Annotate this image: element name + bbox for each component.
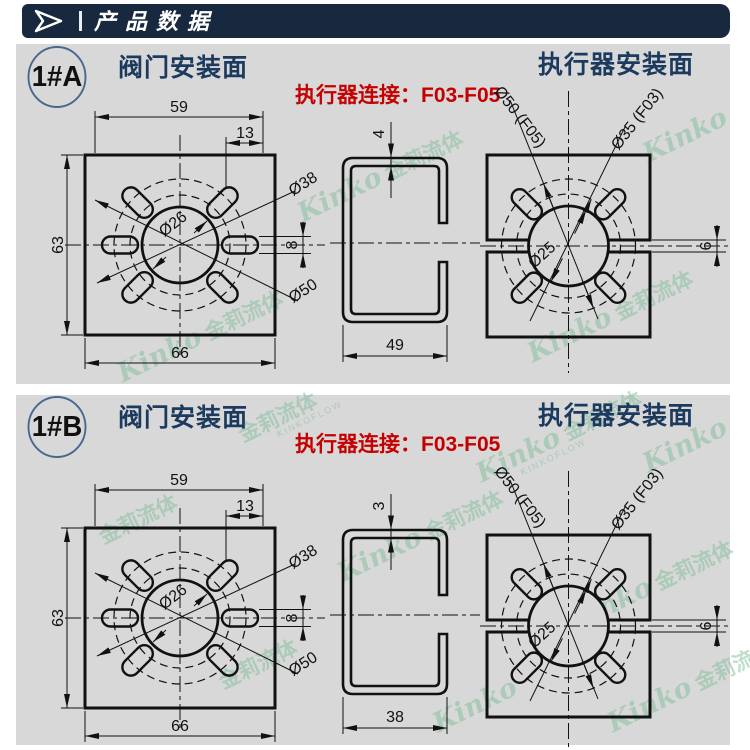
label-f05: Ø50 (F05) (490, 83, 548, 151)
label-f05: Ø50 (F05) (490, 463, 548, 531)
label-f03: Ø35 (F03) (608, 85, 666, 153)
dim-gap: 6 (698, 621, 715, 630)
dim-slot: 8 (284, 240, 301, 249)
dim-height: 63 (50, 236, 67, 254)
label-bc-inner: Ø38 (286, 542, 321, 573)
bracket-profile (341, 528, 449, 696)
connection-label-a: 执行器连接：F03-F05 (295, 84, 501, 107)
dim-height: 63 (50, 609, 67, 627)
valve-body (83, 526, 277, 710)
label-bc-inner: Ø38 (286, 169, 321, 200)
dim-thickness: 3 (371, 501, 388, 510)
leader-lines (509, 99, 626, 322)
dimension-text: 4 49 (371, 129, 404, 354)
dim-gap: 6 (698, 241, 715, 250)
label-bc-outer: Ø50 (286, 649, 321, 680)
center-bore (140, 578, 220, 658)
dim-span: 59 (170, 472, 188, 489)
actuator-face-title-b: 执行器安装面 (538, 402, 695, 430)
dimensions (61, 111, 311, 369)
valve-face-drawing-b: 59 13 63 66 8 Ø26 Ø38 Ø50 (50, 472, 325, 742)
page-title: 产品数据 (94, 9, 219, 35)
center-bore (140, 205, 220, 285)
dim-width: 66 (171, 718, 189, 735)
mounting-slots (100, 559, 260, 677)
dim-width: 49 (386, 337, 404, 354)
actuator-face-drawing-a: Ø50 (F05) Ø35 (F03) Ø25 6 (480, 83, 730, 373)
dimensions (342, 494, 448, 734)
header-bar: 产品数据 (22, 4, 730, 38)
valve-face-title-b: 阀门安装面 (118, 404, 249, 432)
header-arrow-icon (34, 9, 63, 33)
dim-slot: 8 (284, 613, 301, 622)
label-f03: Ø35 (F03) (608, 465, 666, 533)
label-bc-outer: Ø50 (286, 276, 321, 307)
dim-width: 66 (171, 345, 189, 362)
dimensions (652, 225, 726, 267)
bracket-profile (341, 156, 449, 324)
dim-span: 59 (170, 99, 188, 116)
dimensions (61, 484, 311, 742)
actuator-face-title-a: 执行器安装面 (538, 51, 695, 79)
dimension-text: 59 13 63 66 8 Ø26 Ø38 Ø50 (50, 99, 321, 362)
valve-face-title-a: 阀门安装面 (118, 54, 249, 82)
badge-1A: 1#A (27, 46, 87, 108)
dimensions (652, 605, 726, 647)
header-divider (79, 11, 82, 31)
dimension-text: 59 13 63 66 8 Ø26 Ø38 Ø50 (50, 472, 321, 735)
dimension-text: 3 38 (371, 501, 404, 726)
valve-face-drawing-a: 59 13 63 66 8 Ø26 Ø38 Ø50 (50, 99, 325, 369)
bracket-drawing-a: 4 49 (330, 122, 480, 362)
connection-label-b: 执行器连接：F03-F05 (295, 433, 501, 456)
leader-lines (509, 479, 626, 702)
dim-width: 38 (386, 709, 404, 726)
dim-thickness: 4 (371, 129, 388, 138)
bracket-drawing-b: 3 38 (330, 494, 480, 734)
dim-offset: 13 (236, 125, 254, 142)
valve-body (83, 153, 277, 337)
mounting-slots (100, 186, 260, 304)
leader-lines (94, 563, 299, 675)
dim-offset: 13 (236, 498, 254, 515)
actuator-face-drawing-b: Ø50 (F05) Ø35 (F03) Ø25 6 (480, 463, 730, 748)
leader-lines (94, 190, 299, 302)
badge-1B: 1#B (27, 396, 87, 458)
dimensions (342, 122, 448, 362)
